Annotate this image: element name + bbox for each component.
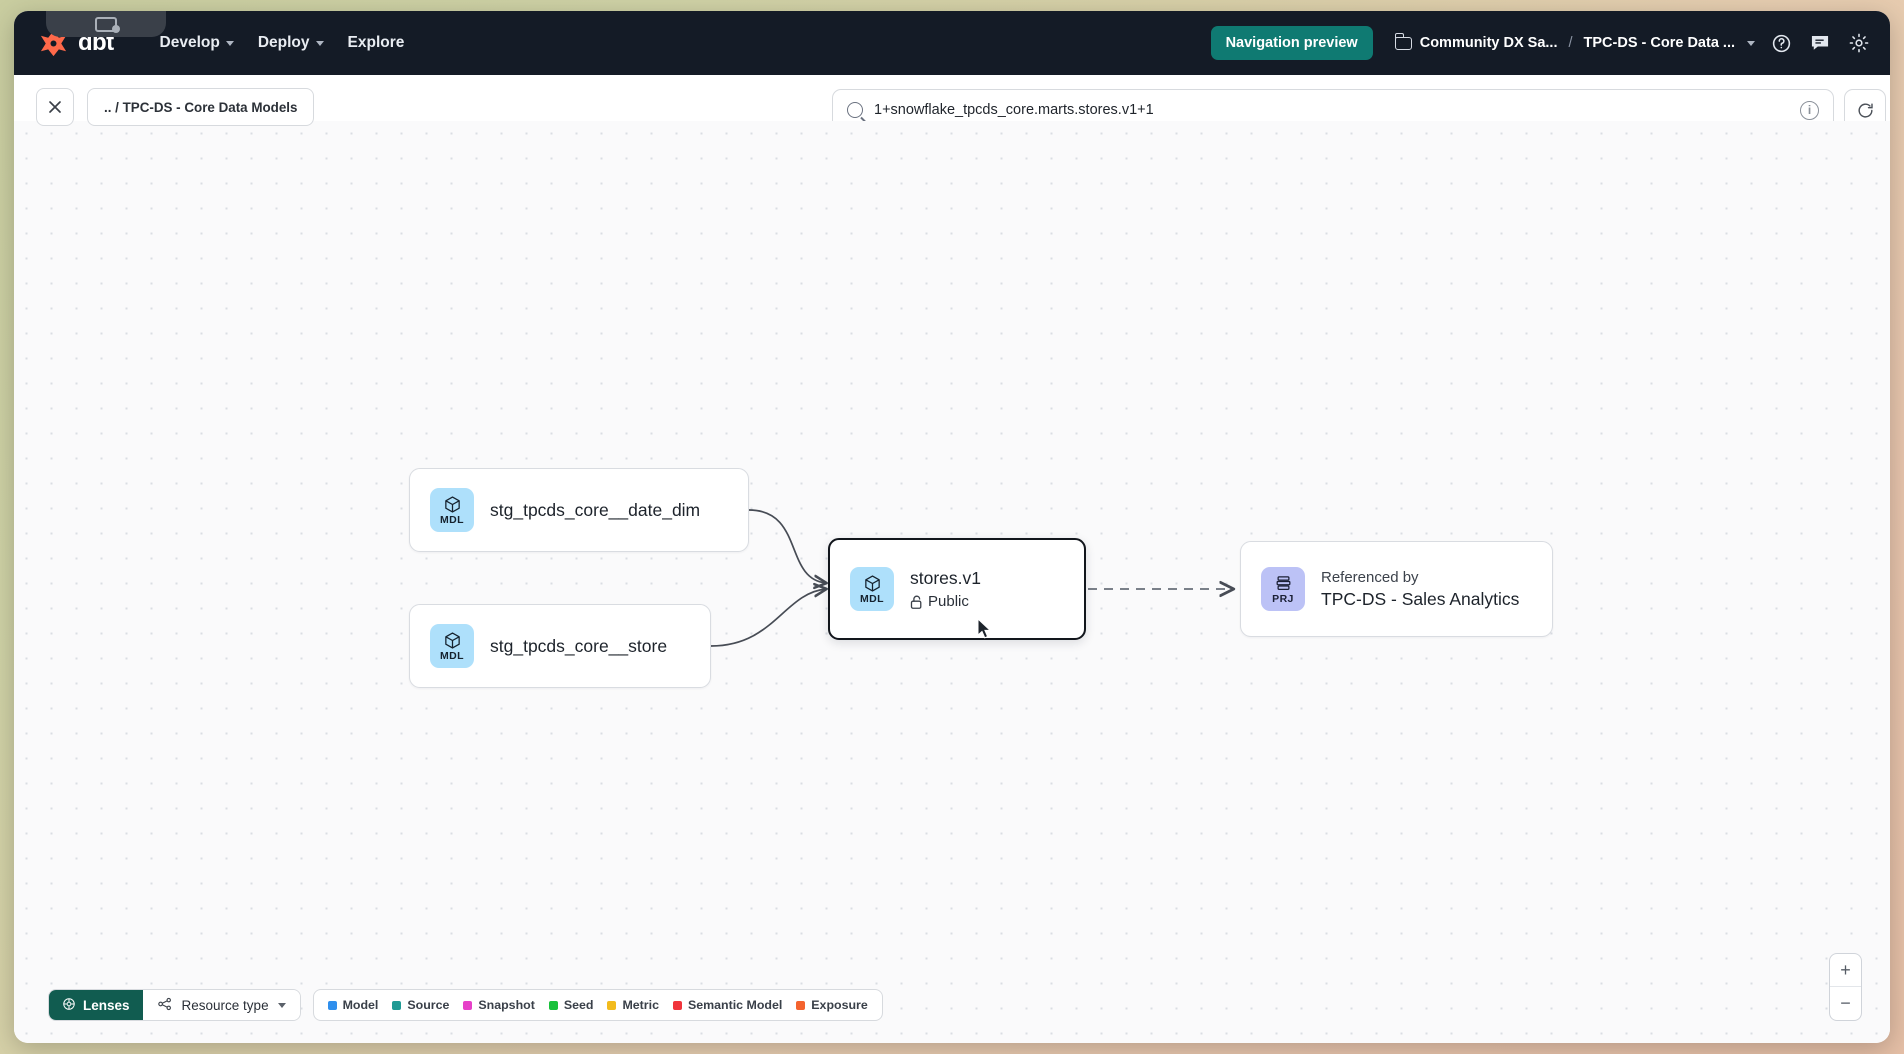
chevron-down-icon[interactable] xyxy=(1747,40,1755,46)
node-label: stg_tpcds_core__store xyxy=(490,635,668,656)
node-body: stg_tpcds_core__store xyxy=(490,636,667,657)
badge-text: MDL xyxy=(440,513,464,526)
model-badge: MDL xyxy=(430,488,474,532)
search-value: 1+snowflake_tpcds_core.marts.stores.v1+1 xyxy=(874,102,1154,118)
legend-item-exposure: Exposure xyxy=(796,998,868,1012)
legend-label: Source xyxy=(407,998,450,1012)
node-body: Referenced by TPC-DS - Sales Analytics xyxy=(1321,569,1519,610)
node-access-row: Public xyxy=(910,593,981,610)
legend-swatch xyxy=(463,1000,473,1010)
legend-label: Model xyxy=(342,998,379,1012)
resource-type-label: Resource type xyxy=(181,997,269,1013)
nav-label-deploy: Deploy xyxy=(257,34,310,51)
navigation-preview-button[interactable]: Navigation preview xyxy=(1210,26,1373,60)
gear-icon[interactable] xyxy=(1846,30,1872,56)
nodes-icon xyxy=(157,996,173,1015)
legend-item-seed: Seed xyxy=(548,998,594,1012)
legend-item-metric: Metric xyxy=(607,998,659,1012)
project-name[interactable]: TPC-DS - Core Data ... xyxy=(1583,35,1735,51)
dbt-mark-icon xyxy=(38,28,69,59)
breadcrumb-separator: / xyxy=(1568,35,1573,51)
node-access-label: Public xyxy=(928,593,969,610)
resource-type-legend: Model Source Snapshot Seed Metric Semant… xyxy=(312,989,883,1021)
legend-swatch xyxy=(548,1000,558,1010)
app-window: dbt Develop Deploy Explore Navigation pr… xyxy=(14,11,1890,1043)
feedback-icon[interactable] xyxy=(1807,30,1833,56)
node-body: stg_tpcds_core__date_dim xyxy=(490,500,700,521)
node-label: TPC-DS - Sales Analytics xyxy=(1321,588,1520,609)
model-badge: MDL xyxy=(430,624,474,668)
account-breadcrumb: Community DX Sa... / TPC-DS - Core Data … xyxy=(1394,33,1755,51)
legend-item-semantic-model: Semantic Model xyxy=(672,998,783,1012)
nav-label-explore: Explore xyxy=(347,34,405,51)
nav-item-explore[interactable]: Explore xyxy=(336,27,417,59)
node-label: stores.v1 xyxy=(910,568,981,588)
badge-text: MDL xyxy=(860,592,884,605)
legend-label: Seed xyxy=(563,998,594,1012)
nav-label-develop: Develop xyxy=(159,34,220,51)
graph-node-stores-v1[interactable]: MDL stores.v1 Public xyxy=(828,538,1086,640)
node-overline: Referenced by xyxy=(1321,568,1419,586)
project-badge: PRJ xyxy=(1261,567,1305,611)
legend-item-source: Source xyxy=(392,998,449,1012)
legend-swatch xyxy=(327,1000,337,1010)
node-label: stg_tpcds_core__date_dim xyxy=(490,499,701,520)
close-icon[interactable] xyxy=(36,88,74,126)
window-controls-icon[interactable] xyxy=(46,11,166,37)
model-badge: MDL xyxy=(850,567,894,611)
legend-item-snapshot: Snapshot xyxy=(463,998,535,1012)
badge-text: PRJ xyxy=(1272,592,1294,605)
folder-icon xyxy=(1394,33,1412,50)
node-body: stores.v1 Public xyxy=(910,568,981,610)
legend-label: Metric xyxy=(622,998,659,1012)
lineage-graph-canvas[interactable]: MDL stg_tpcds_core__date_dim MDL stg_tpc… xyxy=(14,121,1890,1043)
graph-node-project-sales-analytics[interactable]: PRJ Referenced by TPC-DS - Sales Analyti… xyxy=(1240,541,1553,637)
legend-swatch xyxy=(607,1000,617,1010)
window-glyph xyxy=(95,16,120,33)
legend-swatch xyxy=(392,1000,402,1010)
zoom-controls: + − xyxy=(1829,953,1862,1021)
badge-text: MDL xyxy=(440,649,464,662)
chevron-down-icon xyxy=(225,40,234,46)
resource-type-dropdown[interactable]: Resource type xyxy=(142,990,300,1020)
lens-control-group: Lenses Resource type xyxy=(48,989,301,1021)
search-icon xyxy=(847,102,863,118)
zoom-out-button[interactable]: − xyxy=(1840,993,1851,1013)
nav-item-develop[interactable]: Develop xyxy=(148,27,246,59)
legend-label: Snapshot xyxy=(478,998,535,1012)
unlock-icon xyxy=(910,595,922,609)
legend-label: Semantic Model xyxy=(687,998,783,1012)
legend-swatch xyxy=(672,1000,682,1010)
sub-header-bar: .. / TPC-DS - Core Data Models xyxy=(14,75,1890,139)
legend-label: Exposure xyxy=(811,998,868,1012)
top-navigation-bar: dbt Develop Deploy Explore Navigation pr… xyxy=(14,11,1890,75)
lenses-button[interactable]: Lenses xyxy=(49,990,143,1020)
zoom-in-button[interactable]: + xyxy=(1830,954,1861,987)
account-name[interactable]: Community DX Sa... xyxy=(1419,35,1558,51)
graph-node-stg-store[interactable]: MDL stg_tpcds_core__store xyxy=(409,604,711,688)
info-icon[interactable]: i xyxy=(1800,100,1819,120)
lens-icon xyxy=(62,997,76,1014)
lenses-label: Lenses xyxy=(83,997,130,1013)
chevron-down-icon xyxy=(277,1002,286,1008)
nav-item-deploy[interactable]: Deploy xyxy=(246,27,336,59)
legend-swatch xyxy=(796,1000,806,1010)
legend-item-model: Model xyxy=(327,998,379,1012)
breadcrumb-chip[interactable]: .. / TPC-DS - Core Data Models xyxy=(87,88,315,126)
graph-node-stg-date-dim[interactable]: MDL stg_tpcds_core__date_dim xyxy=(409,468,749,552)
bottom-toolbar: Lenses Resource type Model Sou xyxy=(48,989,883,1021)
chevron-down-icon xyxy=(315,40,324,46)
graph-edges xyxy=(710,509,1890,647)
help-circle-icon[interactable] xyxy=(1768,30,1794,56)
